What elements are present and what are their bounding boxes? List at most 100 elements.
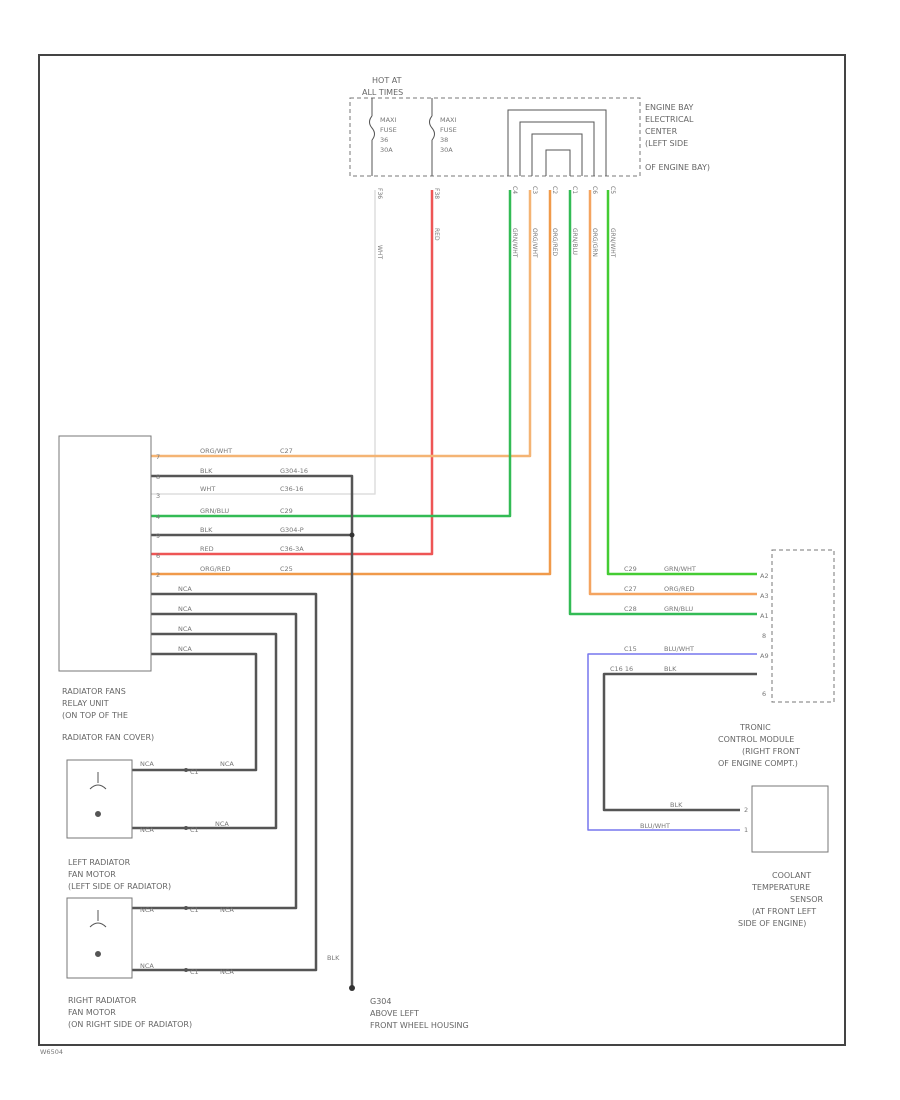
svg-text:C28: C28 bbox=[624, 605, 637, 613]
svg-text:NCA: NCA bbox=[220, 968, 234, 976]
svg-text:GRN/BLU: GRN/BLU bbox=[200, 507, 229, 515]
fuse-number: 36 bbox=[380, 136, 388, 144]
tcm-wire-labels: C29 GRN/WHT C27 ORG/RED C28 GRN/BLU C15 … bbox=[610, 565, 696, 673]
wire-nca-3 bbox=[132, 632, 278, 830]
svg-text:BLU/WHT: BLU/WHT bbox=[640, 822, 670, 830]
svg-text:FRONT WHEEL HOUSING: FRONT WHEEL HOUSING bbox=[370, 1021, 469, 1030]
svg-text:C36-3A: C36-3A bbox=[280, 545, 304, 553]
fuse-38: MAXI FUSE 38 30A bbox=[429, 98, 457, 176]
wire-tcm-grn-blu bbox=[568, 190, 757, 616]
splice-dot bbox=[349, 532, 355, 538]
svg-text:TEMPERATURE: TEMPERATURE bbox=[751, 883, 810, 892]
fuse-rating: 30A bbox=[440, 146, 453, 154]
svg-text:ORG/WHT: ORG/WHT bbox=[200, 447, 232, 455]
svg-text:ENGINE BAY: ENGINE BAY bbox=[645, 103, 694, 112]
svg-text:BLU/WHT: BLU/WHT bbox=[664, 645, 694, 653]
svg-text:BLK: BLK bbox=[664, 665, 677, 673]
svg-text:ORG/GRN: ORG/GRN bbox=[591, 228, 598, 257]
svg-text:RELAY UNIT: RELAY UNIT bbox=[62, 699, 109, 708]
svg-text:GRN/WHT: GRN/WHT bbox=[511, 228, 518, 258]
svg-text:(ON RIGHT SIDE OF RADIATOR): (ON RIGHT SIDE OF RADIATOR) bbox=[68, 1020, 192, 1029]
svg-text:G304-P: G304-P bbox=[280, 526, 304, 534]
svg-text:FAN MOTOR: FAN MOTOR bbox=[68, 1008, 116, 1017]
svg-text:C4: C4 bbox=[511, 186, 518, 194]
svg-text:C29: C29 bbox=[624, 565, 637, 573]
svg-text:C2: C2 bbox=[551, 186, 558, 194]
svg-text:(RIGHT FRONT: (RIGHT FRONT bbox=[742, 747, 800, 756]
svg-text:6: 6 bbox=[156, 552, 160, 560]
svg-text:F38: F38 bbox=[433, 188, 440, 199]
wire-red bbox=[150, 190, 434, 556]
wire-grn-blu bbox=[150, 190, 512, 518]
wire-nca-4 bbox=[132, 652, 258, 772]
svg-text:ABOVE LEFT: ABOVE LEFT bbox=[370, 1009, 419, 1018]
svg-text:A9: A9 bbox=[760, 652, 769, 660]
svg-text:C1: C1 bbox=[190, 906, 199, 914]
wire-org-red bbox=[150, 190, 552, 576]
svg-text:RED: RED bbox=[200, 545, 214, 553]
svg-text:C16 16: C16 16 bbox=[610, 665, 633, 673]
svg-text:SENSOR: SENSOR bbox=[790, 895, 823, 904]
svg-text:9: 9 bbox=[156, 532, 160, 540]
svg-text:FAN MOTOR: FAN MOTOR bbox=[68, 870, 116, 879]
svg-text:CENTER: CENTER bbox=[645, 127, 678, 136]
svg-text:TRONIC: TRONIC bbox=[739, 723, 771, 732]
wire-wht bbox=[150, 190, 376, 495]
svg-text:NCA: NCA bbox=[140, 826, 154, 834]
svg-text:8: 8 bbox=[156, 473, 160, 481]
svg-text:C27: C27 bbox=[280, 447, 293, 455]
svg-text:RIGHT RADIATOR: RIGHT RADIATOR bbox=[68, 996, 137, 1005]
svg-text:A2: A2 bbox=[760, 572, 769, 580]
fuse-type: MAXI bbox=[440, 116, 457, 124]
svg-text:BLK: BLK bbox=[670, 801, 683, 809]
svg-text:2: 2 bbox=[156, 571, 160, 579]
relay-unit: 7 8 3 4 9 6 2 ORG/WHT C27 BLK G304-16 WH… bbox=[58, 435, 308, 742]
svg-text:4: 4 bbox=[156, 513, 160, 521]
hot-at-label: HOT AT bbox=[372, 76, 402, 85]
svg-text:ORG/RED: ORG/RED bbox=[664, 585, 695, 593]
svg-text:RED: RED bbox=[433, 228, 440, 241]
svg-text:F36: F36 bbox=[376, 188, 383, 199]
svg-text:G304-16: G304-16 bbox=[280, 467, 308, 475]
svg-text:(LEFT SIDE: (LEFT SIDE bbox=[645, 139, 688, 148]
transmission-control-module: A2 A3 A1 8 A9 6 C29 GRN/WHT C27 ORG/RED … bbox=[610, 549, 835, 768]
wire-tcm-grn-wht bbox=[606, 190, 757, 576]
svg-text:C36-16: C36-16 bbox=[280, 485, 303, 493]
svg-text:ORG/WHT: ORG/WHT bbox=[531, 228, 538, 258]
left-fan-label: LEFT RADIATOR FAN MOTOR (LEFT SIDE OF RA… bbox=[68, 858, 171, 891]
motor-icon bbox=[89, 772, 107, 817]
svg-text:C5: C5 bbox=[609, 186, 616, 194]
svg-text:BLK: BLK bbox=[200, 526, 213, 534]
svg-text:G304: G304 bbox=[370, 997, 391, 1006]
svg-text:RADIATOR FANS: RADIATOR FANS bbox=[62, 687, 126, 696]
ground-point bbox=[349, 985, 355, 991]
svg-text:NCA: NCA bbox=[178, 625, 192, 633]
svg-text:LEFT RADIATOR: LEFT RADIATOR bbox=[68, 858, 131, 867]
wire-tcm-blk bbox=[602, 672, 757, 812]
diagram-code: W6504 bbox=[40, 1048, 63, 1056]
left-fan-motor: NCA NCA C1 C1 NCA NCA LEFT RADIATOR FAN … bbox=[66, 759, 234, 891]
svg-text:2: 2 bbox=[744, 806, 748, 814]
wire-nca-1 bbox=[132, 592, 318, 972]
svg-text:(LEFT SIDE OF RADIATOR): (LEFT SIDE OF RADIATOR) bbox=[68, 882, 171, 891]
svg-text:WHT: WHT bbox=[376, 245, 383, 259]
ebec-pin-labels: F36 F38 WHT RED C4 C3 C2 C1 C6 C5 GRN/WH… bbox=[376, 186, 616, 259]
svg-text:ELECTRICAL: ELECTRICAL bbox=[645, 115, 694, 124]
svg-text:GRN/BLU: GRN/BLU bbox=[664, 605, 693, 613]
tcm-pins: A2 A3 A1 8 A9 6 bbox=[760, 572, 769, 698]
svg-text:C1: C1 bbox=[190, 826, 199, 834]
wire-tcm-org-red bbox=[588, 190, 757, 596]
svg-text:RADIATOR FAN COVER): RADIATOR FAN COVER) bbox=[62, 733, 154, 742]
svg-text:8: 8 bbox=[762, 632, 766, 640]
svg-text:WHT: WHT bbox=[200, 485, 215, 493]
all-times-label: ALL TIMES bbox=[362, 88, 403, 97]
motor-icon bbox=[89, 910, 107, 957]
svg-text:A1: A1 bbox=[760, 612, 769, 620]
svg-text:GRN/WHT: GRN/WHT bbox=[664, 565, 696, 573]
wires bbox=[132, 190, 757, 986]
svg-text:BLK: BLK bbox=[200, 467, 213, 475]
right-fan-motor: NCA NCA C1 C1 NCA NCA RIGHT RADIATOR FAN… bbox=[66, 897, 234, 1029]
svg-text:C25: C25 bbox=[280, 565, 293, 573]
fuse-36: MAXI FUSE 36 30A bbox=[369, 98, 397, 176]
svg-text:1: 1 bbox=[744, 826, 748, 834]
